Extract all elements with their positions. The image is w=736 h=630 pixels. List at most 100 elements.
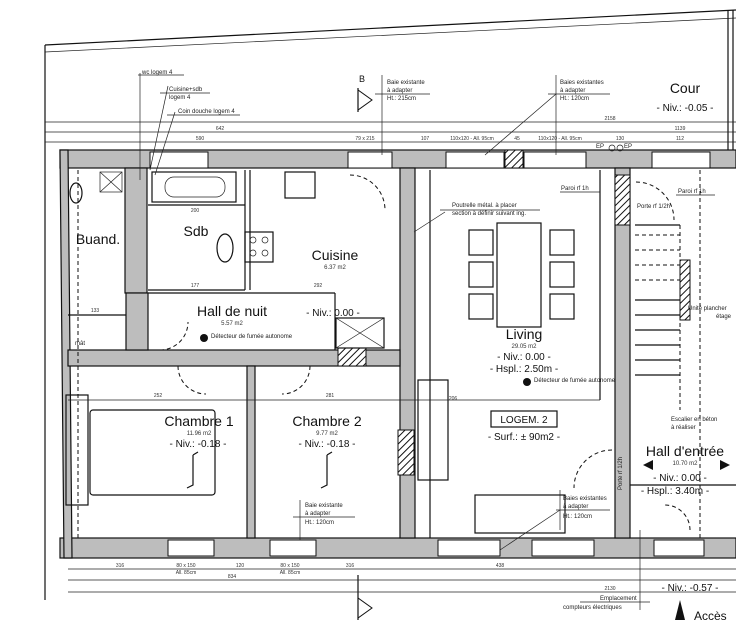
dim-living-206: 206 xyxy=(449,396,458,402)
note-baie-2: Baies existantes xyxy=(560,80,604,86)
dim-chambre2-281: 281 xyxy=(326,393,335,399)
dim-bottom-win1: 80 x 150 xyxy=(176,563,195,569)
note-baies-living-b: à adapter xyxy=(563,504,588,510)
arrow-icon xyxy=(643,460,653,470)
hatched-wall xyxy=(504,149,524,169)
sink-icon xyxy=(216,233,234,263)
dim-bottom-438: 438 xyxy=(496,563,505,569)
note-ep-2: EP xyxy=(624,144,632,150)
shower-icon xyxy=(99,171,123,193)
dim-chambre1-252: 252 xyxy=(154,393,163,399)
dim-sdb-177: 177 xyxy=(191,283,200,289)
note-escalier-b: à réaliser xyxy=(671,425,696,431)
dim-top-win3: 110x120 - All. 95cm xyxy=(538,136,582,142)
bottom-dimension-lines xyxy=(68,568,736,593)
dim-top-total: 2158 xyxy=(604,116,615,122)
note-baies-living-c: Ht.: 120cm xyxy=(563,514,592,520)
room-label-chambre2: Chambre 2 xyxy=(292,413,361,429)
dim-bottom-2130: 2130 xyxy=(604,586,615,592)
hatched-wall xyxy=(337,347,367,367)
note-porte-2: Porte rf 1/2h xyxy=(618,457,624,490)
toilet-icon xyxy=(69,182,83,204)
dim-top-45: 45 xyxy=(514,136,520,142)
note-poutrelle: Poutrelle métal. à placer xyxy=(452,203,517,209)
dim-top-642: 642 xyxy=(216,126,225,132)
section-arrow-icon xyxy=(357,89,373,111)
dim-top-130: 130 xyxy=(616,136,625,142)
dim-bottom-316b: 316 xyxy=(346,563,355,569)
dim-sdb-200: 200 xyxy=(191,208,200,214)
room-height-living: - Hspl.: 2.50m - xyxy=(490,364,558,375)
site-boundary xyxy=(44,9,736,600)
note-baie-2b: à adapter xyxy=(560,88,585,94)
note-logem4: logem 4 xyxy=(169,95,191,101)
sofa-icon xyxy=(474,494,566,534)
cupboard-icon xyxy=(335,317,385,349)
dim-bottom-win2b: All. 85cm xyxy=(280,570,301,576)
note-paroi-2: Paroi rf 1h xyxy=(678,189,706,195)
note-ep-1: EP xyxy=(596,144,604,150)
room-level-cuisine: - Niv.: 0.00 - xyxy=(306,308,360,319)
room-area-cuisine: 6.37 m2 xyxy=(324,265,346,271)
dim-bottom-win2: 80 x 150 xyxy=(280,563,299,569)
electric-symbol-icon xyxy=(186,451,199,489)
room-level-chambre2: - Niv.: -0.18 - xyxy=(298,439,355,450)
room-area-hall-entree: 10.70 m2 xyxy=(672,461,698,467)
sofa-icon xyxy=(417,379,449,481)
room-label-cuisine: Cuisine xyxy=(312,247,359,263)
staircase xyxy=(635,170,701,540)
stove-icon xyxy=(244,231,274,263)
room-level-chambre1: - Niv.: -0.18 - xyxy=(169,439,226,450)
annotations: wc logem 4 Cuisine+sdb logem 4 Coin douc… xyxy=(75,70,732,611)
detector-note: Détecteur de fumée autonome xyxy=(534,378,616,384)
dim-bottom-316: 316 xyxy=(116,563,125,569)
note-baie-1b: à adapter xyxy=(387,88,412,94)
detector-note: Détecteur de fumée autonome xyxy=(211,334,293,340)
hatched-wall xyxy=(614,174,631,226)
room-label-buanderie: Buand. xyxy=(76,231,120,247)
bathtub-icon xyxy=(151,171,237,203)
partitions xyxy=(68,170,736,538)
access-level: - Niv.: -0.57 - xyxy=(661,583,718,594)
top-dimension-lines xyxy=(45,121,736,143)
section-arrow-icon xyxy=(357,597,373,619)
dim-top-1139: 1139 xyxy=(675,126,686,132)
walls xyxy=(59,149,736,559)
room-height-hall-entree: - Hspl.: 3.40m - xyxy=(641,486,709,497)
note-porte-1: Porte rf 1/2h xyxy=(637,204,670,210)
fixtures xyxy=(65,170,575,540)
dim-buand-133: 133 xyxy=(91,308,100,314)
note-baie-ch2b: à adapter xyxy=(305,511,330,517)
room-label-hall-entree: Hall d'entrée xyxy=(646,443,724,459)
note-mat: mât xyxy=(75,341,85,347)
smoke-detector-icon xyxy=(200,334,208,342)
access-label: Accès xyxy=(694,609,727,623)
note-plancher: Unité plancher xyxy=(688,306,727,312)
room-label-hall-nuit: Hall de nuit xyxy=(197,303,267,319)
note-wc: wc logem 4 xyxy=(141,70,173,76)
dining-table-icon xyxy=(496,222,542,328)
room-area-chambre2: 9.77 m2 xyxy=(316,431,338,437)
smoke-detector-icon xyxy=(523,378,531,386)
wardrobe-icon xyxy=(65,394,89,506)
dim-top-win2: 110x120 - All. 95cm xyxy=(450,136,494,142)
note-escalier: Escalier en béton xyxy=(671,417,717,423)
room-label-chambre1: Chambre 1 xyxy=(164,413,233,429)
note-poutrelle-b: section à définir suivant ing. xyxy=(452,211,526,217)
dim-bottom-win1b: All. 85cm xyxy=(176,570,197,576)
dim-top-590: 590 xyxy=(196,136,205,142)
door-swings xyxy=(159,174,691,531)
section-marker-top: B xyxy=(359,74,365,84)
note-baie-1: Baie existante xyxy=(387,80,425,86)
hatched-wall xyxy=(397,429,415,476)
arrow-icon xyxy=(720,460,730,470)
note-baies-living: Baies existantes xyxy=(563,496,607,502)
logement-label: LOGEM. 2 xyxy=(500,415,548,426)
dim-top-112: 112 xyxy=(676,136,684,142)
note-baie-1c: Ht.: 215cm xyxy=(387,96,416,102)
dim-bottom-120: 120 xyxy=(236,563,245,569)
note-plancher-b: étage xyxy=(716,314,732,320)
electric-symbol-icon xyxy=(320,451,333,489)
dim-top-107: 107 xyxy=(421,136,430,142)
